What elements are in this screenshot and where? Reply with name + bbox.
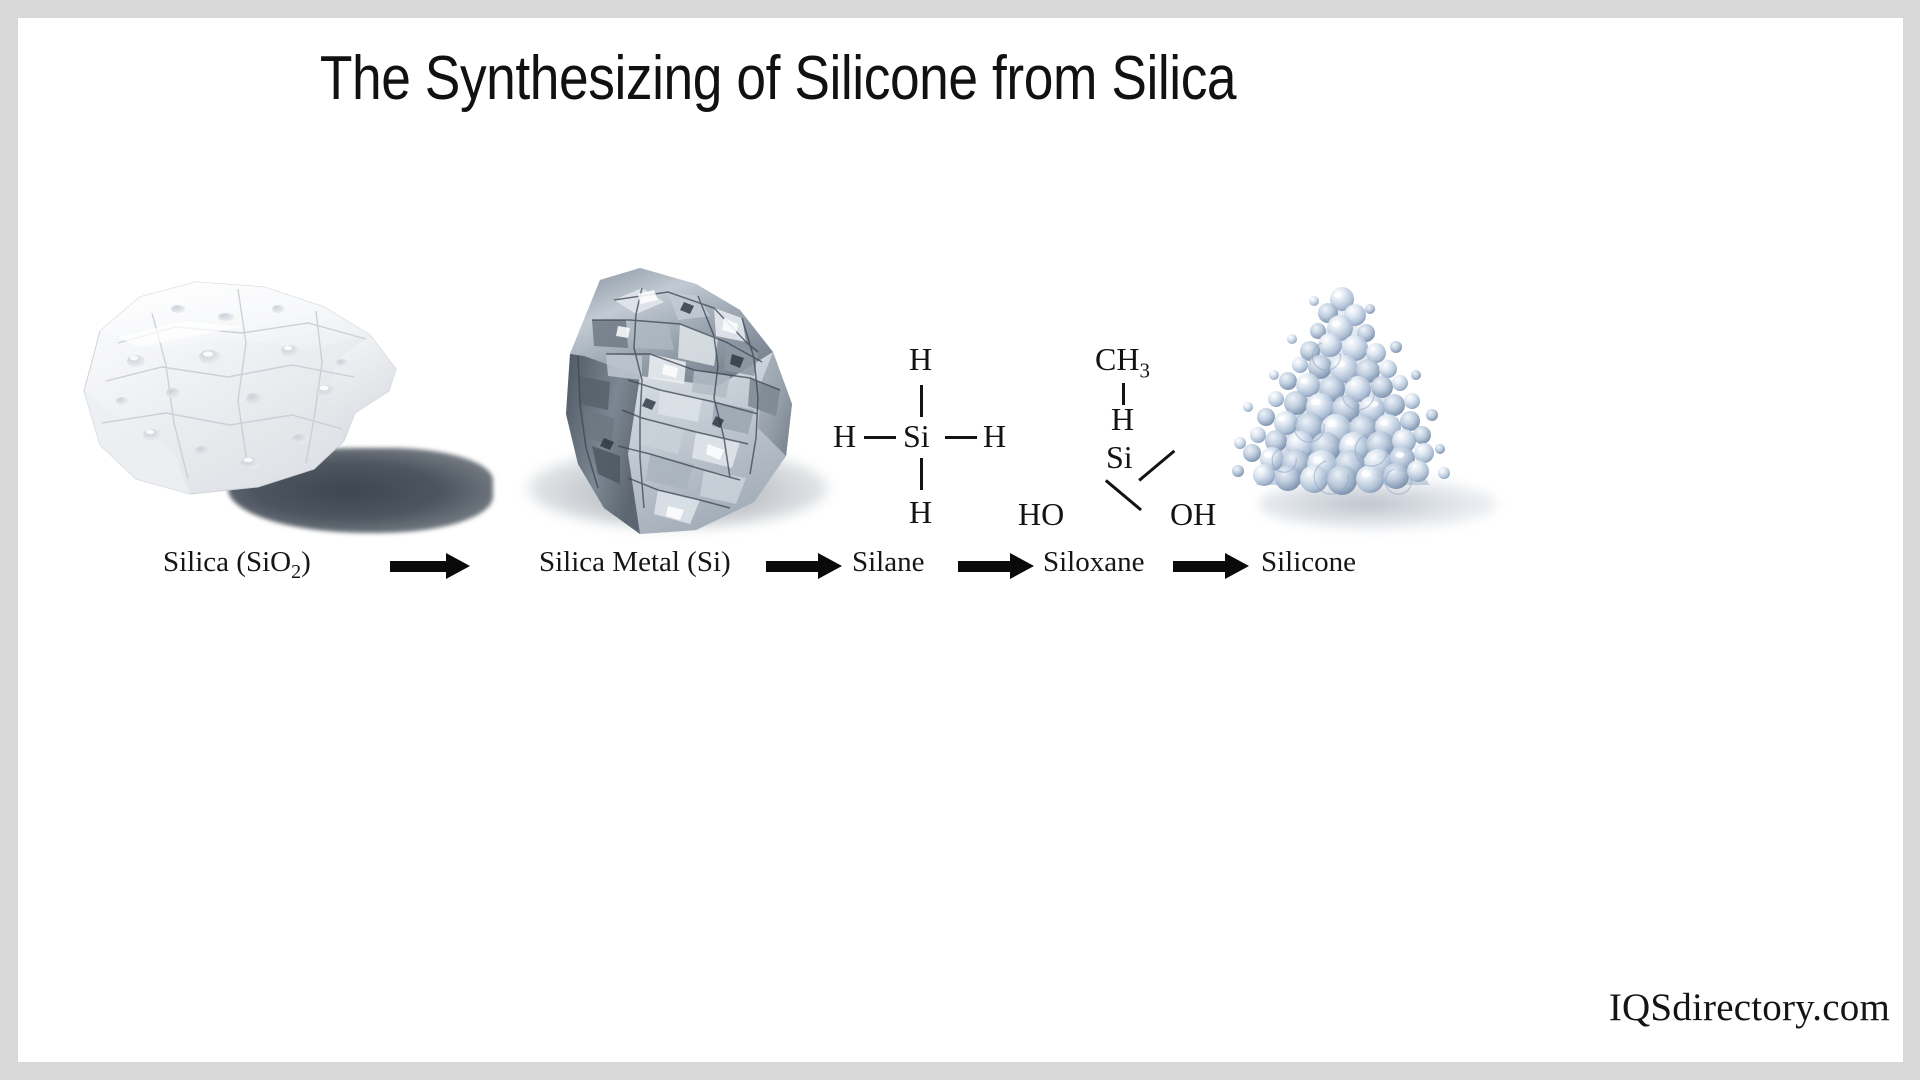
flow-arrow-2-head xyxy=(818,553,842,579)
silicone-bubbles-svg xyxy=(1232,287,1450,495)
flow-label-row: Silica (SiO2) Silica Metal (Si) Silane S… xyxy=(18,543,1538,603)
flow-arrow-3 xyxy=(958,553,1034,579)
flow-arrow-1 xyxy=(390,553,470,579)
page-title: The Synthesizing of Silicone from Silica xyxy=(319,44,1237,113)
silane-atom-right: H xyxy=(983,418,1007,454)
flow-label-silica-suffix: ) xyxy=(301,546,311,578)
siloxane-methyl-text: CH xyxy=(1095,341,1140,377)
flow-label-silica: Silica (SiO2) xyxy=(163,543,311,583)
flow-label-silicone: Silicone xyxy=(1261,543,1356,581)
silane-bond-left xyxy=(864,436,896,439)
siloxane-atom-hydrogen: H xyxy=(1111,401,1135,437)
siloxane-atom-methyl: CH3 xyxy=(1095,341,1150,381)
siloxane-atom-center: Si xyxy=(1106,439,1133,475)
siloxane-atom-hydroxyl-left: HO xyxy=(1018,496,1065,532)
flow-label-siloxane-text: Siloxane xyxy=(1043,546,1145,578)
flow-arrow-1-head xyxy=(446,553,470,579)
flow-label-siloxane: Siloxane xyxy=(1043,543,1145,581)
silane-bond-top xyxy=(920,385,923,417)
flow-label-silicone-text: Silicone xyxy=(1261,546,1357,578)
silica-rock-image xyxy=(78,273,493,543)
siloxane-bond-methyl xyxy=(1122,383,1125,405)
flow-label-silane: Silane xyxy=(852,543,925,581)
flow-arrow-3-shaft xyxy=(958,561,1010,572)
flow-label-silica-metal-text: Silica Metal (Si) xyxy=(539,546,731,578)
silicone-bubbles-image xyxy=(1218,283,1498,543)
silane-structure-diagram: H H Si H H xyxy=(833,343,1013,533)
siloxane-methyl-sub: 3 xyxy=(1139,358,1150,383)
flow-label-silica-metal: Silica Metal (Si) xyxy=(539,543,731,581)
silane-atom-top: H xyxy=(909,341,933,377)
siloxane-atom-hydroxyl-right: OH xyxy=(1170,496,1217,532)
flow-arrow-4-shaft xyxy=(1173,561,1225,572)
silane-atom-left: H xyxy=(833,418,857,454)
flow-arrow-3-head xyxy=(1010,553,1034,579)
silane-bond-right xyxy=(945,436,977,439)
siloxane-structure-diagram: CH3 H Si HO OH xyxy=(1018,343,1238,538)
silicon-metal-rock-image xyxy=(518,258,838,558)
flow-arrow-2-shaft xyxy=(766,561,818,572)
siloxane-bond-right xyxy=(1138,449,1176,482)
flow-arrow-4-head xyxy=(1225,553,1249,579)
silane-atom-bottom: H xyxy=(909,494,933,530)
flow-label-silica-text: Silica (SiO xyxy=(163,546,292,578)
flow-arrow-4 xyxy=(1173,553,1249,579)
flow-arrow-1-shaft xyxy=(390,561,446,572)
flow-label-silane-text: Silane xyxy=(852,546,925,578)
silica-rock-svg xyxy=(83,281,397,495)
infographic-canvas: The Synthesizing of Silicone from Silica xyxy=(18,18,1903,1062)
flow-label-silica-sub: 2 xyxy=(291,560,302,583)
flow-arrow-2 xyxy=(766,553,842,579)
siloxane-bond-left xyxy=(1105,479,1143,511)
watermark: IQSdirectory.com xyxy=(1608,986,1890,1029)
silane-atom-center: Si xyxy=(903,418,930,454)
silane-bond-bottom xyxy=(920,458,923,490)
silicon-metal-svg xyxy=(566,268,792,534)
